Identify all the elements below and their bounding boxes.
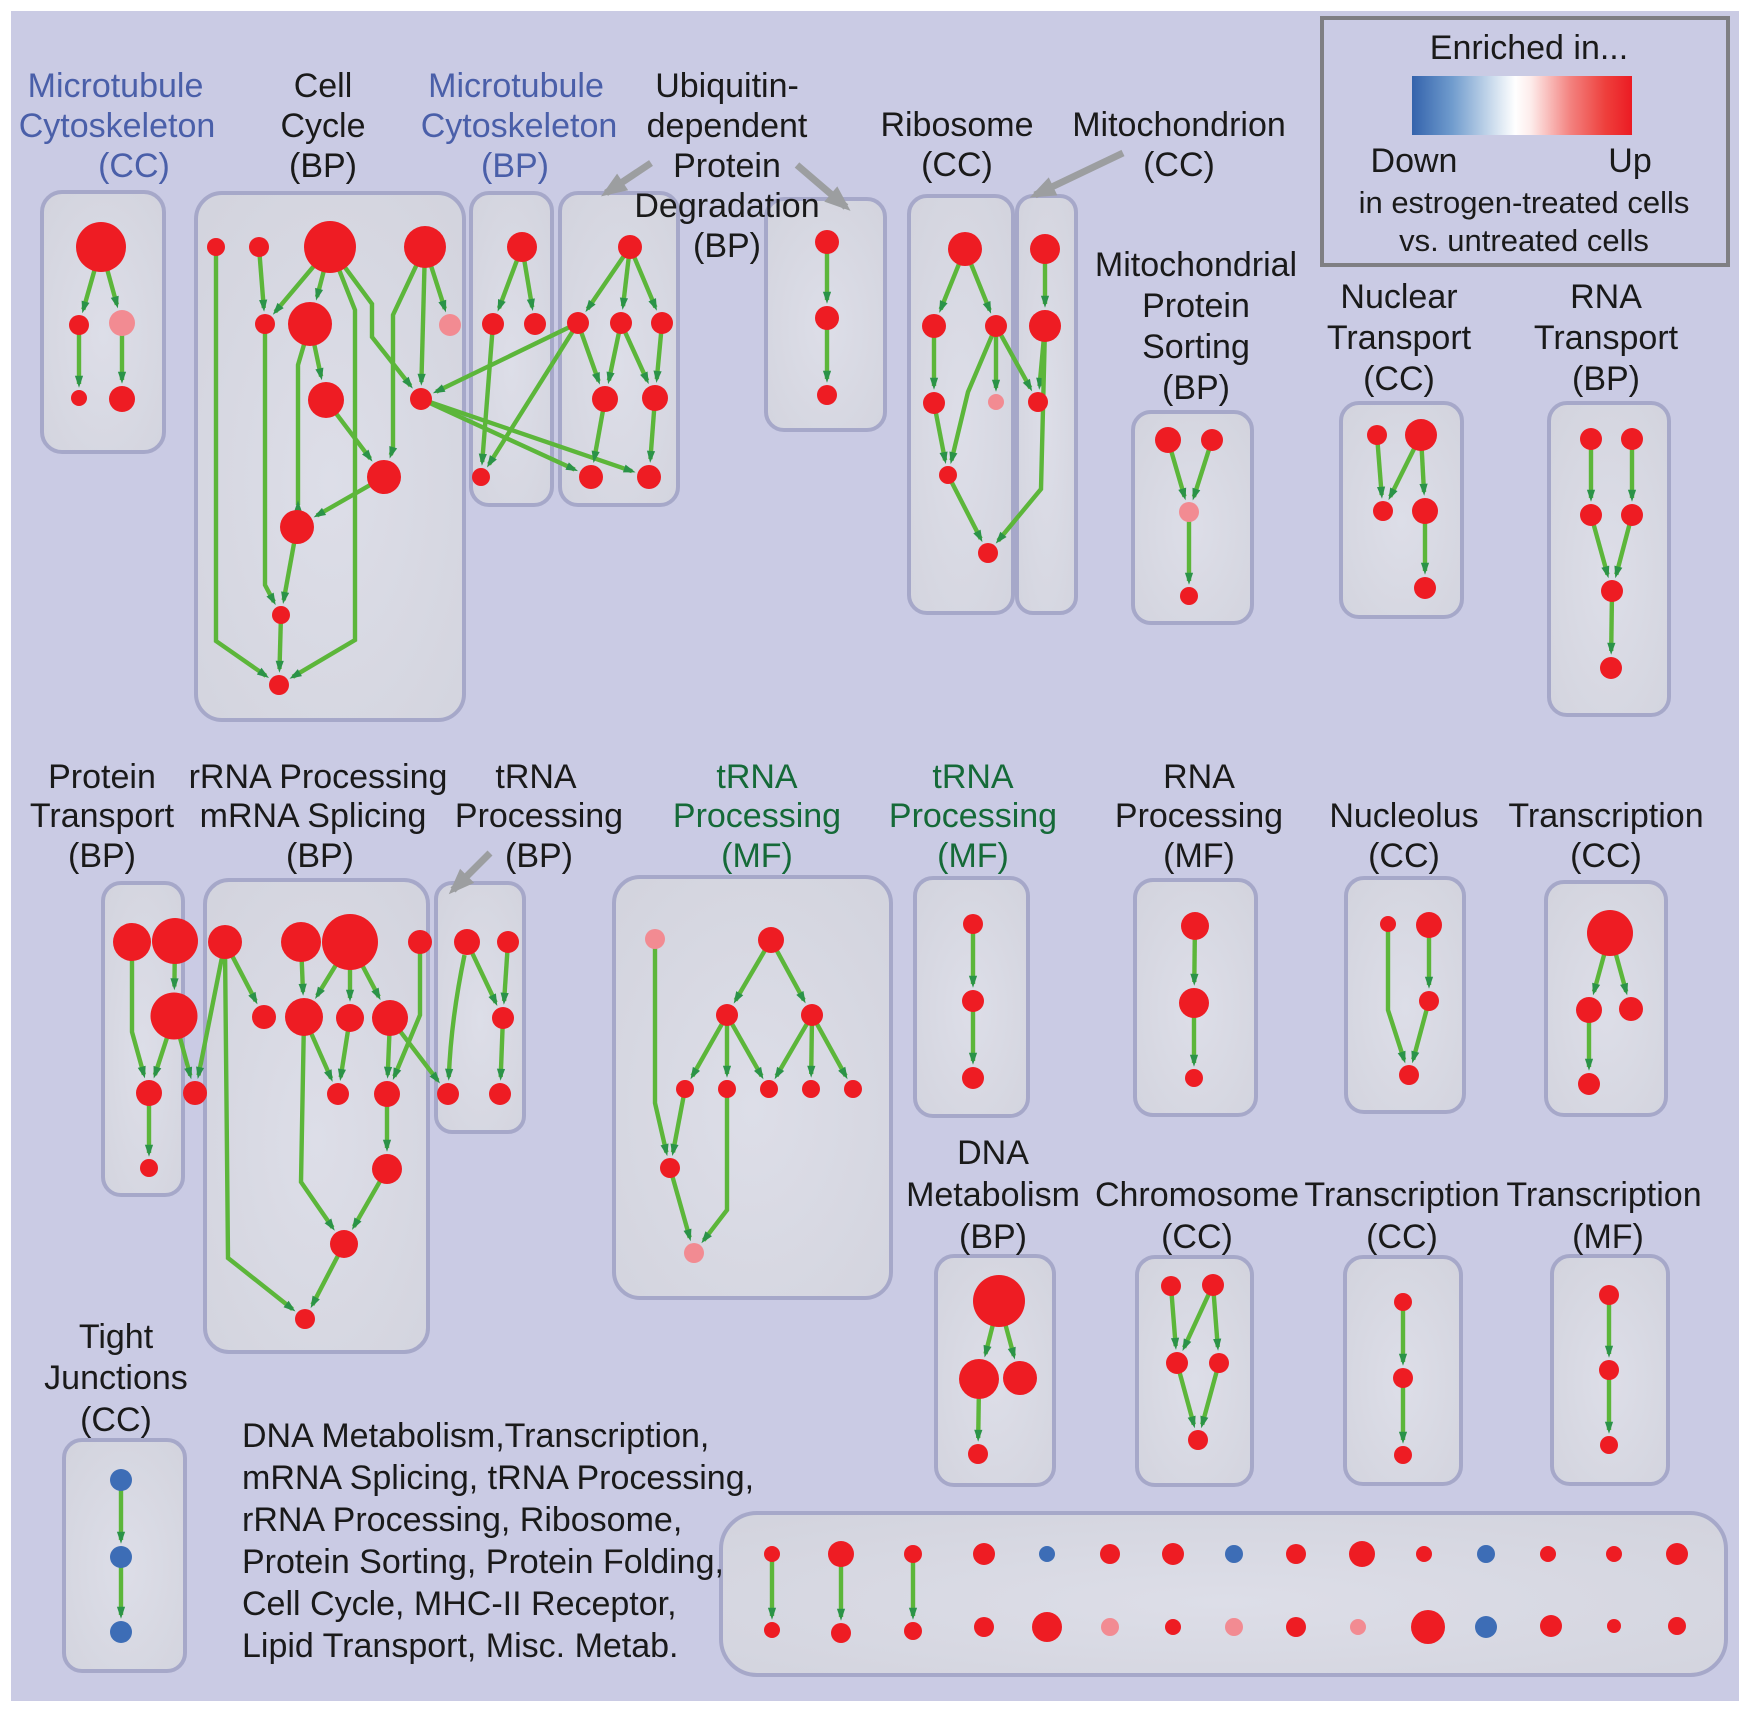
svg-text:Nuclear: Nuclear (1340, 278, 1457, 316)
svg-text:Sorting: Sorting (1142, 328, 1250, 366)
svg-text:Transcription: Transcription (1508, 797, 1703, 835)
svg-text:Degradation: Degradation (634, 187, 819, 225)
svg-text:(BP): (BP) (286, 837, 354, 875)
svg-text:(MF): (MF) (1163, 837, 1235, 875)
svg-text:rRNA Processing: rRNA Processing (189, 758, 448, 796)
svg-text:(MF): (MF) (937, 837, 1009, 875)
svg-text:Microtubule: Microtubule (28, 67, 204, 105)
svg-text:Lipid Transport, Misc. Metab.: Lipid Transport, Misc. Metab. (242, 1627, 679, 1665)
svg-text:Cycle: Cycle (280, 107, 365, 145)
svg-text:Transport: Transport (1327, 319, 1472, 357)
svg-text:(BP): (BP) (693, 227, 761, 265)
svg-text:(CC): (CC) (1368, 837, 1440, 875)
svg-text:Down: Down (1371, 142, 1458, 180)
svg-text:(MF): (MF) (1572, 1218, 1644, 1256)
svg-text:(BP): (BP) (68, 837, 136, 875)
svg-text:Ubiquitin-: Ubiquitin- (655, 67, 799, 105)
svg-text:Processing: Processing (889, 797, 1057, 835)
svg-text:mRNA Splicing: mRNA Splicing (200, 797, 427, 835)
svg-text:(CC): (CC) (98, 147, 170, 185)
svg-text:Processing: Processing (673, 797, 841, 835)
svg-text:(BP): (BP) (1572, 360, 1640, 398)
svg-text:tRNA: tRNA (495, 758, 577, 796)
svg-text:(BP): (BP) (289, 147, 357, 185)
svg-text:Enriched in...: Enriched in... (1430, 29, 1628, 67)
svg-text:Transcription: Transcription (1304, 1176, 1499, 1214)
svg-text:Ribosome: Ribosome (880, 106, 1033, 144)
svg-text:(BP): (BP) (1162, 369, 1230, 407)
svg-text:Junctions: Junctions (44, 1359, 188, 1397)
svg-text:DNA Metabolism,Transcription,: DNA Metabolism,Transcription, (242, 1417, 709, 1455)
svg-text:Protein: Protein (673, 147, 781, 185)
svg-text:Transport: Transport (30, 797, 175, 835)
svg-text:vs. untreated cells: vs. untreated cells (1399, 223, 1649, 258)
svg-text:Cell: Cell (294, 67, 353, 105)
svg-text:Cytoskeleton: Cytoskeleton (19, 107, 216, 145)
svg-text:Metabolism: Metabolism (906, 1176, 1080, 1214)
svg-text:tRNA: tRNA (716, 758, 798, 796)
svg-text:dependent: dependent (647, 107, 808, 145)
svg-text:Transcription: Transcription (1506, 1176, 1701, 1214)
svg-text:Cytoskeleton: Cytoskeleton (421, 107, 618, 145)
svg-text:(CC): (CC) (921, 146, 993, 184)
svg-text:tRNA: tRNA (932, 758, 1014, 796)
svg-text:Chromosome: Chromosome (1095, 1176, 1299, 1214)
svg-text:Protein Sorting, Protein Foldi: Protein Sorting, Protein Folding, (242, 1543, 724, 1581)
svg-text:Processing: Processing (455, 797, 623, 835)
svg-text:(MF): (MF) (721, 837, 793, 875)
svg-text:Nucleolus: Nucleolus (1329, 797, 1478, 835)
svg-text:(CC): (CC) (1143, 146, 1215, 184)
svg-text:Processing: Processing (1115, 797, 1283, 835)
svg-text:(CC): (CC) (80, 1401, 152, 1439)
svg-text:mRNA Splicing, tRNA Processing: mRNA Splicing, tRNA Processing, (242, 1459, 754, 1497)
svg-text:(BP): (BP) (481, 147, 549, 185)
svg-text:RNA: RNA (1163, 758, 1235, 796)
svg-text:in estrogen-treated cells: in estrogen-treated cells (1359, 185, 1690, 220)
svg-text:(CC): (CC) (1161, 1218, 1233, 1256)
svg-text:(CC): (CC) (1570, 837, 1642, 875)
svg-text:DNA: DNA (957, 1134, 1029, 1172)
svg-text:Transport: Transport (1534, 319, 1679, 357)
svg-text:(BP): (BP) (505, 837, 573, 875)
svg-text:Cell Cycle, MHC-II Receptor,: Cell Cycle, MHC-II Receptor, (242, 1585, 677, 1623)
svg-text:Mitochondrial: Mitochondrial (1095, 246, 1297, 284)
svg-text:Tight: Tight (79, 1318, 154, 1356)
svg-text:Up: Up (1608, 142, 1651, 180)
svg-text:Protein: Protein (48, 758, 156, 796)
svg-text:Microtubule: Microtubule (428, 67, 604, 105)
svg-text:Protein: Protein (1142, 287, 1250, 325)
svg-text:(CC): (CC) (1366, 1218, 1438, 1256)
svg-text:(BP): (BP) (959, 1218, 1027, 1256)
svg-text:Mitochondrion: Mitochondrion (1072, 106, 1286, 144)
svg-text:rRNA Processing, Ribosome,: rRNA Processing, Ribosome, (242, 1501, 682, 1539)
svg-text:RNA: RNA (1570, 278, 1642, 316)
svg-text:(CC): (CC) (1363, 360, 1435, 398)
